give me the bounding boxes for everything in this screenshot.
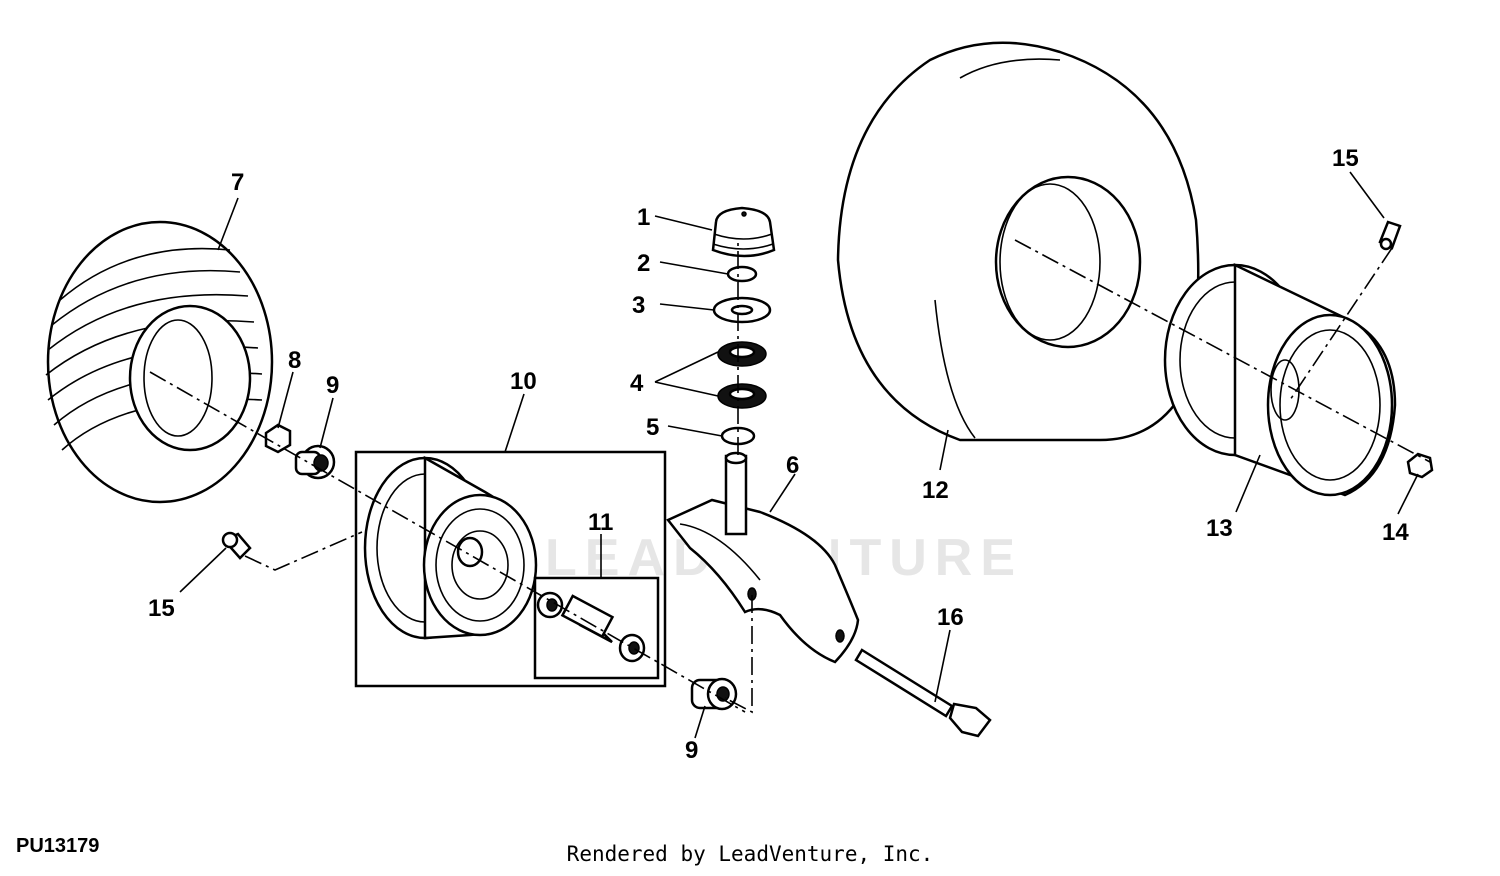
callout-5: 5 — [646, 414, 659, 441]
part-2-ring — [726, 265, 758, 283]
part-10-wheel-rim — [363, 455, 538, 640]
part-16-bolt — [854, 648, 992, 738]
callout-8: 8 — [288, 347, 301, 374]
part-4-bearing-upper — [717, 341, 767, 367]
callout-15-right: 15 — [1332, 145, 1359, 172]
callout-3: 3 — [632, 292, 645, 319]
leader-lines — [179, 171, 1419, 739]
callout-13: 13 — [1206, 515, 1233, 542]
callout-11: 11 — [588, 509, 613, 536]
part-9-spacer-lower — [690, 677, 738, 711]
part-8-nut — [264, 423, 292, 454]
callout-1: 1 — [637, 204, 650, 231]
part-1-dust-cap — [711, 206, 776, 258]
callout-2: 2 — [637, 250, 650, 277]
callout-9-lower: 9 — [685, 737, 698, 764]
centerlines — [149, 239, 1431, 714]
part-6-caster-fork — [666, 451, 860, 664]
part-9-spacer-upper — [294, 444, 336, 480]
part-15-valve-stem-right — [1378, 220, 1402, 251]
part-10-box — [354, 450, 667, 688]
callout-4: 4 — [630, 370, 644, 397]
part-4-bearing-lower — [717, 383, 767, 409]
callout-15-left: 15 — [148, 595, 175, 622]
callout-7: 7 — [231, 169, 244, 196]
callout-6: 6 — [786, 452, 799, 479]
callout-12: 12 — [922, 477, 949, 504]
part-7-front-tire — [45, 220, 274, 504]
callout-16: 16 — [937, 604, 964, 631]
part-15-valve-stem-left — [221, 531, 252, 560]
part-3-washer — [712, 296, 772, 324]
callout-14: 14 — [1382, 519, 1409, 546]
callout-9-upper: 9 — [326, 372, 339, 399]
callout-10: 10 — [510, 368, 537, 395]
figure-id: PU13179 — [16, 835, 100, 857]
credit-line: Rendered by LeadVenture, Inc. — [566, 842, 934, 866]
part-11-bearing-kit — [536, 591, 646, 663]
part-11-box — [533, 576, 660, 680]
part-13-rear-rim — [1163, 263, 1397, 497]
